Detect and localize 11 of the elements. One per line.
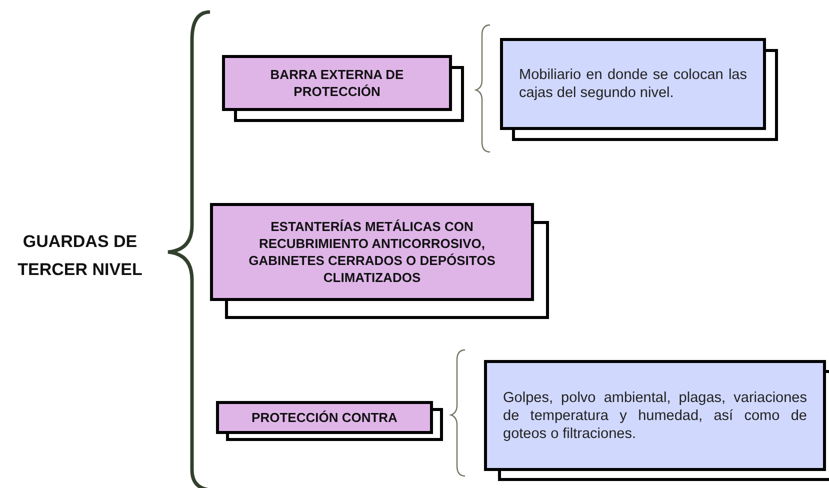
description-box xyxy=(484,360,826,471)
category-box xyxy=(216,401,433,434)
category-title: PROTECCIÓN CONTRA xyxy=(252,409,398,426)
category-box xyxy=(210,203,534,301)
category-title: BARRA EXTERNA DE PROTECCIÓN xyxy=(269,66,405,100)
root-heading: GUARDAS DE TERCER NIVEL xyxy=(0,228,160,284)
description-text: Golpes, polvo ambiental, plagas, variaciones de temperatura y humedad, así como de goteos o filtraciones. xyxy=(503,388,807,442)
category-title: ESTANTERÍAS METÁLICAS CON RECUBRIMIENTO ANTICORROSIVO, GABINETES CERRADOS O DEPÓSITOS CLIMATIZADOS xyxy=(248,218,496,286)
category-box xyxy=(222,55,452,111)
description-text: Mobiliario en donde se colocan las cajas del segundo nivel. xyxy=(519,66,747,102)
description-box xyxy=(500,38,766,130)
